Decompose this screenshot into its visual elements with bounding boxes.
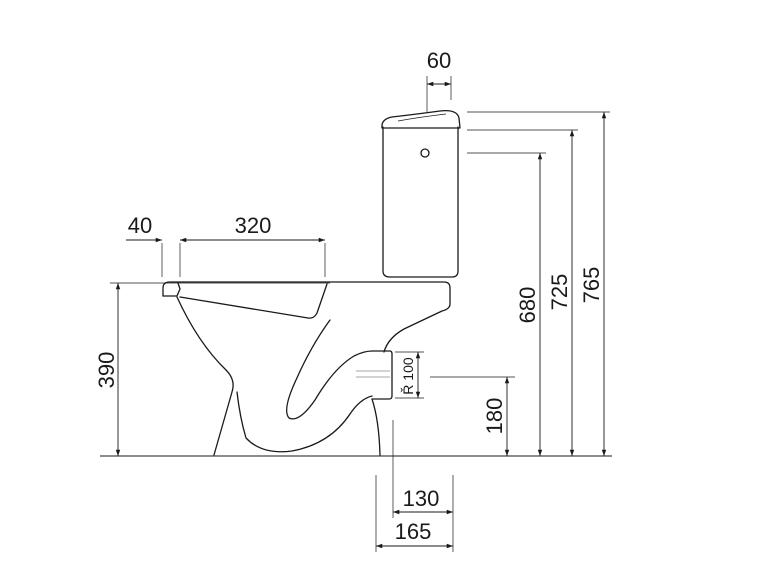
outlet-nozzle [371,350,393,400]
trap-way [286,319,373,420]
dimension-180: 180 [430,376,515,456]
dimension-680: 680 [467,152,546,456]
foot-inner-edge [236,391,373,453]
dimension-320: 320 [179,213,326,277]
dimension-label: 130 [403,486,440,511]
dimension-outlet-radius: Ř 100 [395,351,424,399]
dimension-label: 725 [547,274,572,311]
bowl-interior-line [179,283,328,319]
cistern-lid [381,110,461,129]
dimension-725: 725 [467,129,578,456]
dimension-label: 390 [94,352,119,389]
dimension-40: 40 [126,213,163,277]
dimension-label: Ř 100 [400,357,416,395]
dimension-765: 765 [467,111,610,456]
bowl-front-outer [176,296,234,456]
dimension-label: 680 [515,287,540,324]
flush-button-icon [420,148,430,158]
dimension-130: 130 [392,420,454,552]
cistern-tank [382,126,459,278]
cistern-lid-edge [397,113,447,122]
dimension-165: 165 [375,475,453,552]
dimension-60: 60 [426,48,452,112]
dimension-label: 180 [482,398,507,435]
dimension-label: 40 [128,213,152,238]
dimension-label: 60 [427,48,451,73]
dimension-label: 765 [579,267,604,304]
foot-rear-edge [371,398,381,456]
bowl-rim [162,281,451,353]
dimension-label: 165 [395,519,432,544]
dimension-390: 390 [94,282,330,456]
dimension-label: 320 [235,213,272,238]
rim-front-lip [162,282,181,297]
